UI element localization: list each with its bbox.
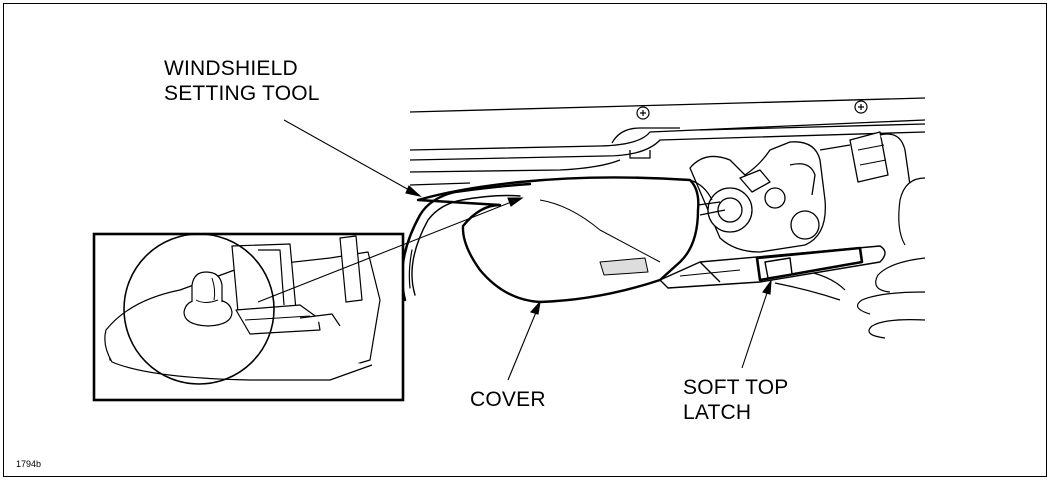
windshield-setting-tool-label: WINDSHIELD SETTING TOOL — [164, 57, 320, 105]
cover-label: COVER — [470, 388, 546, 411]
windshield-frame-structure — [409, 97, 926, 186]
latch-mechanism — [689, 131, 911, 253]
cover — [416, 176, 713, 304]
diagram-frame — [3, 3, 1047, 477]
soft-top-latch-label: SOFT TOP LATCH — [683, 376, 789, 424]
hand — [774, 177, 926, 339]
soft-top-latch — [659, 245, 886, 289]
screw-heads — [636, 100, 868, 120]
detail-inset — [92, 232, 405, 402]
figure-id: 1794b — [16, 459, 42, 469]
leader-lines — [257, 119, 772, 381]
